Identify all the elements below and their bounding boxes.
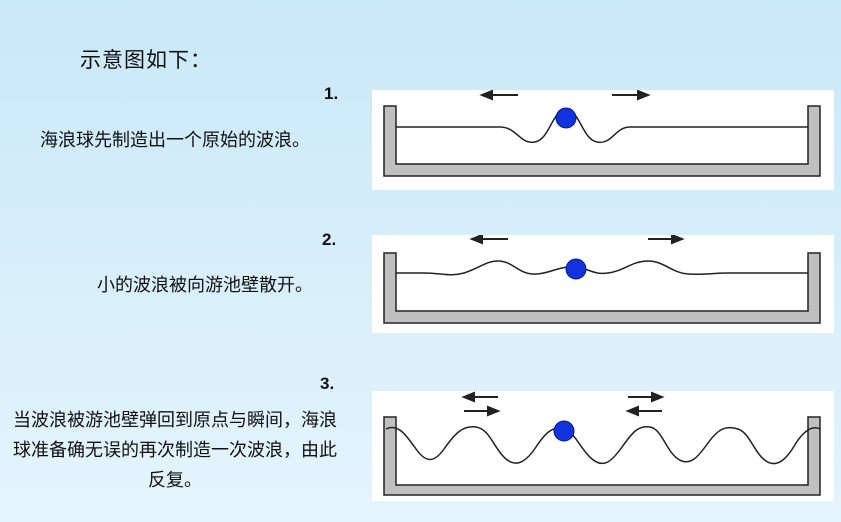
step-2-pool-diagram <box>383 235 821 324</box>
step-3-number: 3. <box>320 374 335 393</box>
step-1-panel <box>372 90 834 190</box>
wave-ball <box>553 420 575 442</box>
step-2-number: 2. <box>322 230 337 249</box>
step-1-number: 1. <box>324 84 339 103</box>
water-surface <box>396 260 808 276</box>
pool-wall <box>383 252 821 324</box>
diagram-title: 示意图如下： <box>80 48 212 72</box>
step-3-pool-diagram <box>383 391 821 496</box>
step-1-pool-diagram <box>383 90 821 177</box>
step-3-panel <box>372 391 834 501</box>
wave-ball <box>565 258 587 280</box>
left-return-arrow <box>464 405 501 417</box>
pool-wall <box>383 416 821 496</box>
right-return-arrow <box>625 405 662 417</box>
right-arrow <box>612 90 651 101</box>
water-surface <box>385 425 821 465</box>
left-outgoing-arrow <box>461 391 498 403</box>
right-arrow <box>648 235 685 245</box>
right-outgoing-arrow <box>628 391 665 403</box>
wave-ball <box>555 107 577 129</box>
step-2-panel <box>372 235 834 333</box>
water-surface <box>396 109 808 143</box>
step-3-text: 当波浪被游池壁弹回到原点与瞬间，海浪球准备确无误的再次制造一次波浪，由此反复。 <box>13 410 337 491</box>
left-arrow <box>469 235 508 245</box>
left-arrow <box>479 90 518 101</box>
step-2-text: 小的波浪被向游池壁散开。 <box>97 275 313 296</box>
step-1-text: 海浪球先制造出一个原始的波浪。 <box>40 130 310 151</box>
pool-wall <box>383 105 821 177</box>
